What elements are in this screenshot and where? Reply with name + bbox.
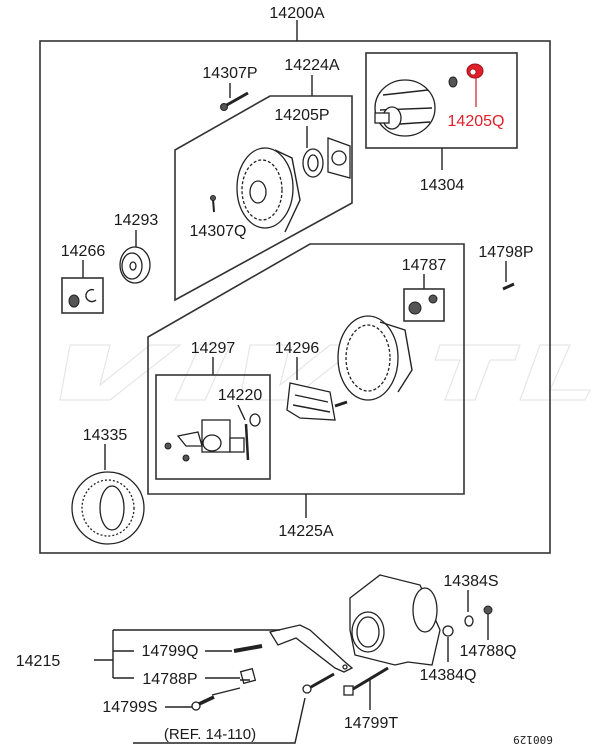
- front-bracket-box: [174, 95, 353, 302]
- label-14205P[interactable]: 14205P: [274, 107, 329, 124]
- retainer-plate: [327, 137, 351, 179]
- label-14297[interactable]: 14297: [191, 340, 236, 357]
- label-14799T[interactable]: 14799T: [344, 715, 398, 732]
- label-14335[interactable]: 14335: [83, 427, 128, 444]
- label-14384S[interactable]: 14384S: [443, 573, 498, 590]
- screw-14798P: [502, 282, 515, 291]
- washer-14384Q: [442, 625, 454, 637]
- bushing-box: [403, 288, 445, 322]
- label-14799Q[interactable]: 14799Q: [142, 643, 199, 660]
- nut-washer-box: [61, 277, 104, 314]
- bearing-14205P: [302, 148, 324, 178]
- bolt-14307P: [220, 91, 249, 111]
- regulator-box: [155, 374, 271, 480]
- label-14307P[interactable]: 14307P: [202, 65, 257, 82]
- bolt-14799Q: [233, 644, 263, 653]
- bearing-14205Q[interactable]: [466, 63, 484, 79]
- nut-14788P: [239, 667, 257, 685]
- front-bracket-housing: [236, 147, 301, 233]
- regulator-14220: [164, 413, 261, 462]
- screw-14307Q: [210, 195, 216, 213]
- stator-14335: [71, 471, 145, 545]
- washer-14384S: [464, 615, 474, 627]
- footer-code: 600129: [513, 733, 553, 746]
- label-14788Q[interactable]: 14788Q: [460, 643, 517, 660]
- adjusting-bracket: [268, 624, 354, 673]
- label-14787[interactable]: 14787: [402, 257, 447, 274]
- ref-label[interactable]: (REF. 14-110): [164, 726, 256, 743]
- label-14215[interactable]: 14215: [16, 653, 61, 670]
- bushing-14787: [408, 294, 438, 315]
- nut-14266: [68, 288, 97, 308]
- label-14798P[interactable]: 14798P: [478, 244, 533, 261]
- label-14205Q[interactable]: 14205Q: [448, 113, 505, 130]
- label-14266[interactable]: 14266: [61, 243, 106, 260]
- label-14225A[interactable]: 14225A: [278, 523, 333, 540]
- rear-bracket-box: [147, 243, 465, 495]
- label-14224A[interactable]: 14224A: [284, 57, 339, 74]
- label-14293[interactable]: 14293: [114, 212, 159, 229]
- assembly-14200A-box: [39, 20, 551, 554]
- washer-small: [448, 76, 458, 88]
- label-14799S[interactable]: 14799S: [102, 699, 157, 716]
- label-14788P[interactable]: 14788P: [142, 671, 197, 688]
- pivot-pin: [302, 672, 335, 694]
- label-14296[interactable]: 14296: [275, 340, 320, 357]
- alternator-body: [349, 574, 441, 666]
- label-14307Q[interactable]: 14307Q: [190, 223, 247, 240]
- label-14304[interactable]: 14304: [420, 177, 465, 194]
- pulley-14293: [119, 246, 151, 284]
- label-14200A[interactable]: 14200A: [269, 5, 324, 22]
- rotor-14304: [374, 79, 436, 137]
- rear-housing: [337, 315, 413, 401]
- bolt-14799T: [343, 666, 389, 696]
- nut-14788Q: [483, 605, 493, 615]
- label-14220[interactable]: 14220: [218, 387, 263, 404]
- label-14384Q[interactable]: 14384Q: [420, 667, 477, 684]
- bolt-14799S: [191, 695, 215, 711]
- rectifier-14296: [286, 382, 348, 421]
